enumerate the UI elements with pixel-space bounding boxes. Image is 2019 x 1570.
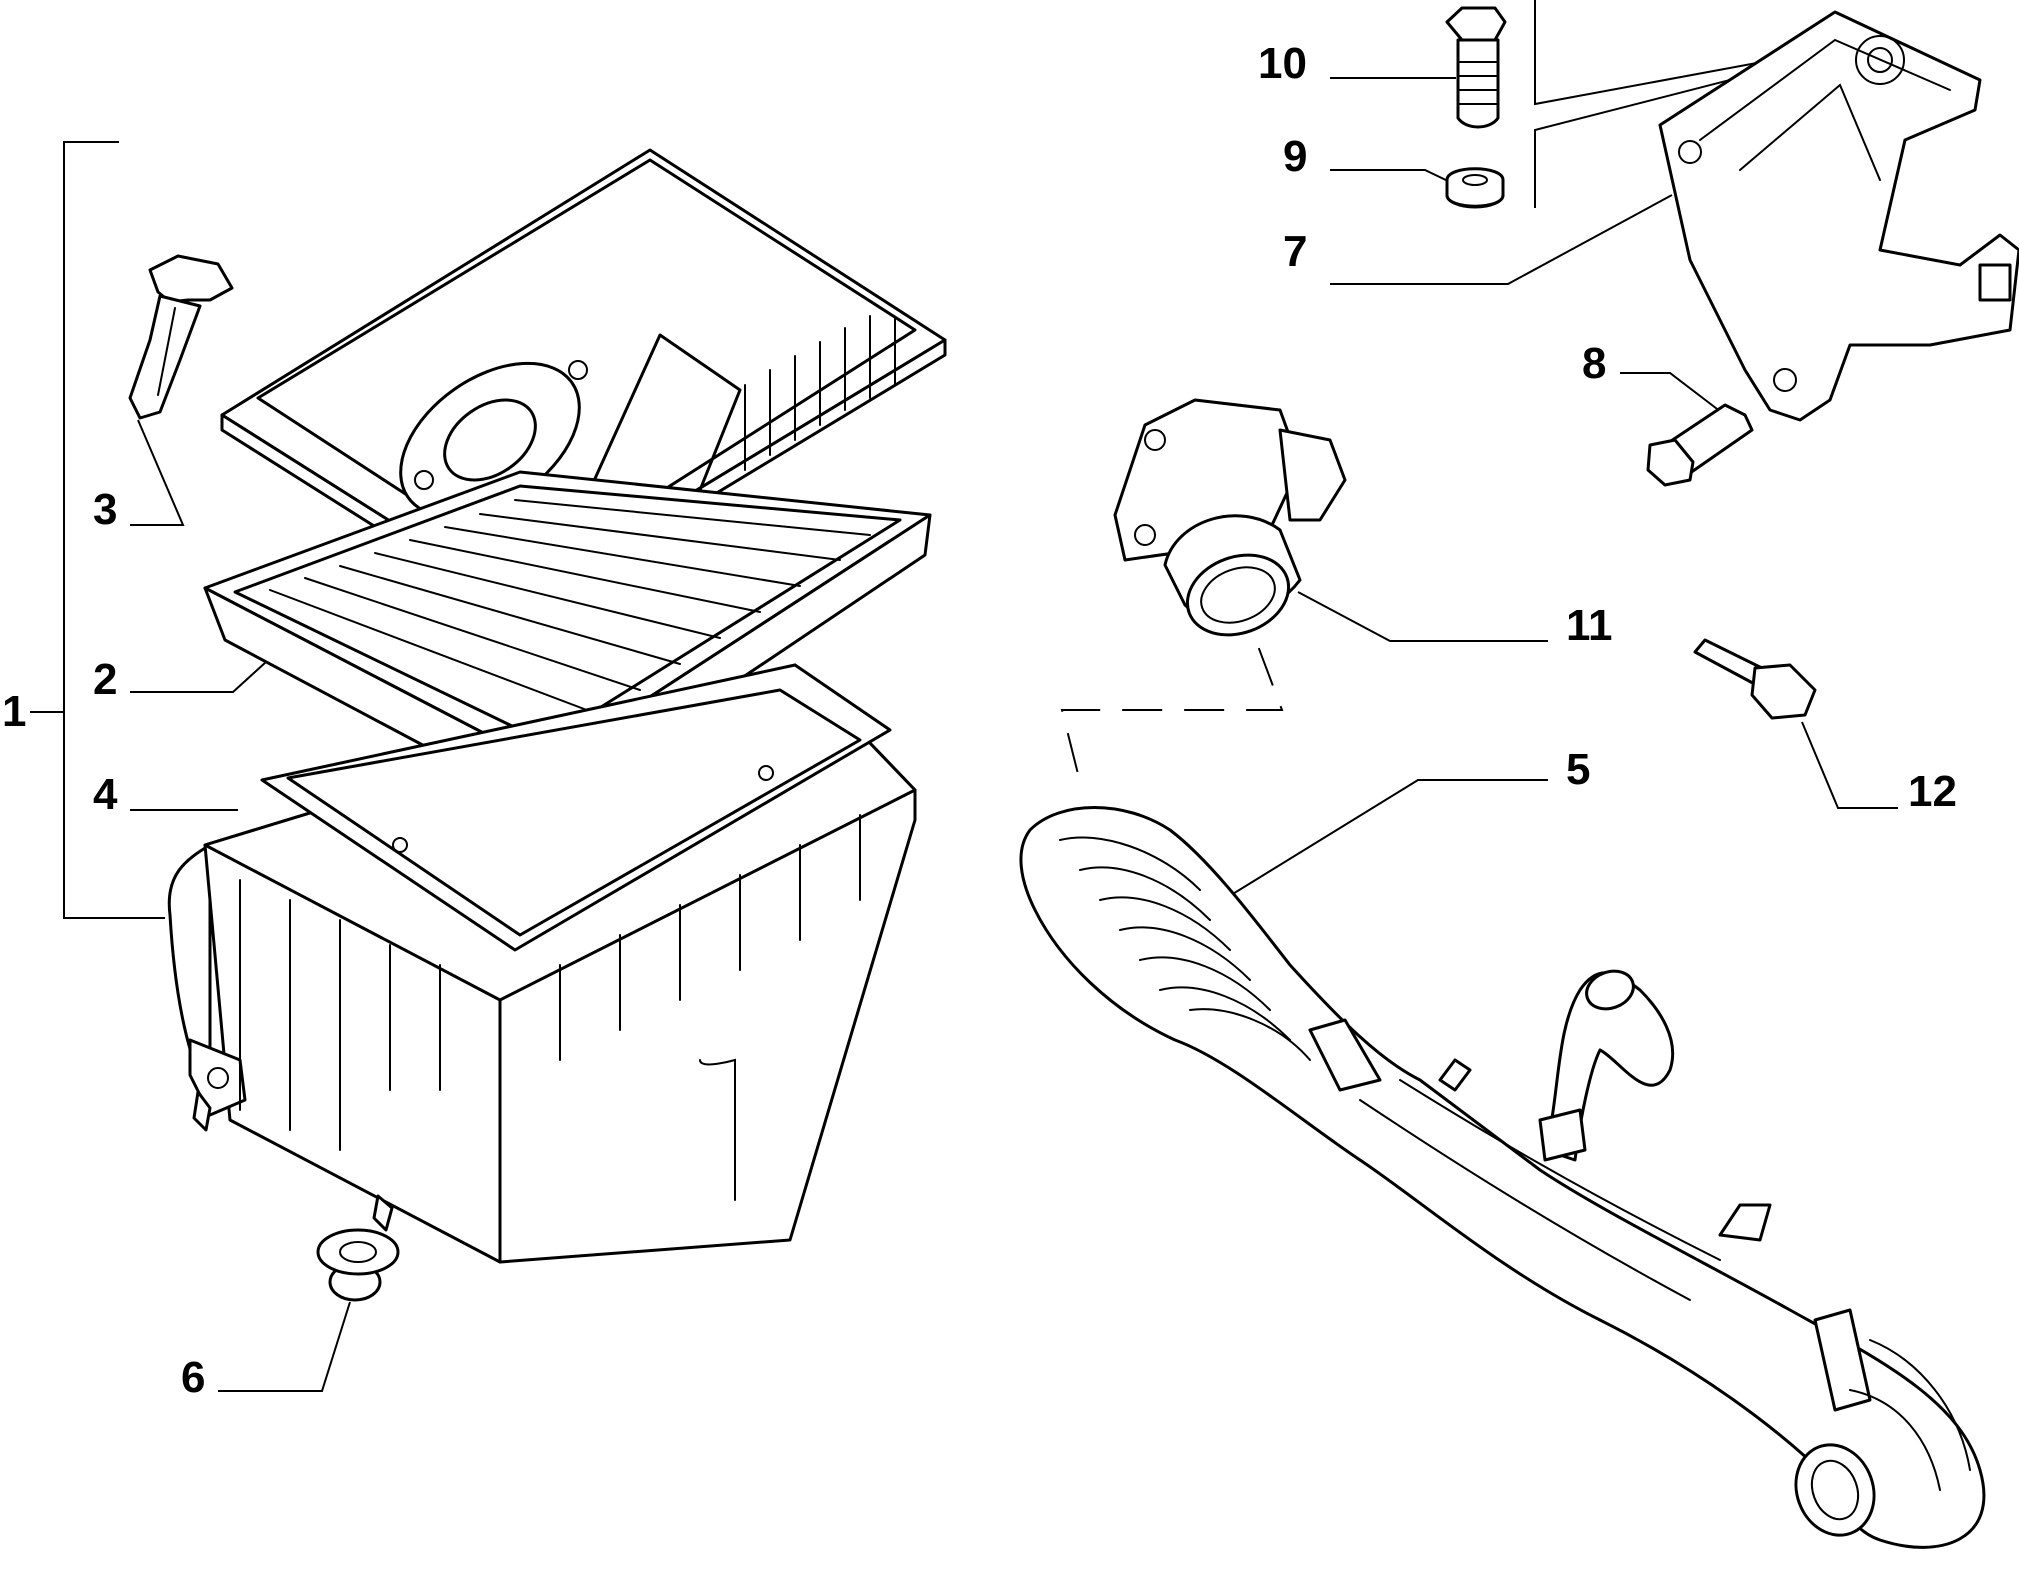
callout-8: 8	[1582, 339, 1607, 388]
filter-pleats	[269, 499, 871, 716]
leader-12	[1801, 721, 1898, 809]
cover-ribs	[744, 315, 896, 471]
callout-3: 3	[93, 485, 118, 534]
leader-11	[1297, 591, 1548, 642]
callout-5: 5	[1566, 745, 1591, 794]
callout-10: 10	[1258, 39, 1307, 88]
leader-5	[1209, 779, 1548, 909]
leader-bracket-2	[1534, 61, 1801, 208]
clip-part-3	[128, 254, 234, 420]
callout-11: 11	[1566, 601, 1613, 650]
callout-6: 6	[181, 1353, 206, 1402]
bracket-part-7	[1658, 10, 2019, 422]
dashed-connector	[1060, 589, 1284, 791]
intake-hose-part-5	[1019, 806, 1986, 1549]
callout-4: 4	[93, 770, 118, 819]
grommet-part-6	[316, 1228, 400, 1302]
bolt-part-10	[1445, 6, 1507, 129]
elbow-part-11	[1113, 398, 1347, 637]
lower-housing-part-4	[167, 663, 917, 1264]
leader-7	[1330, 194, 1673, 285]
bolt-part-12	[1693, 638, 1817, 720]
leader-2	[130, 661, 267, 693]
washer-part-9	[1445, 167, 1505, 209]
callout-9: 9	[1283, 132, 1308, 181]
leader-1	[63, 141, 165, 919]
leader-6	[218, 1301, 351, 1392]
leader-9	[1330, 169, 1451, 183]
callout-2: 2	[93, 655, 118, 704]
leader-8	[1620, 372, 1726, 416]
leader-bracket	[1534, 0, 1801, 106]
callout-1: 1	[2, 687, 27, 736]
leader-3	[130, 419, 185, 526]
bolt-part-8	[1646, 403, 1754, 487]
callout-12: 12	[1908, 767, 1957, 816]
leader-lines	[30, 0, 1898, 1392]
housing-ribs	[239, 814, 861, 1151]
callout-7: 7	[1283, 227, 1308, 276]
